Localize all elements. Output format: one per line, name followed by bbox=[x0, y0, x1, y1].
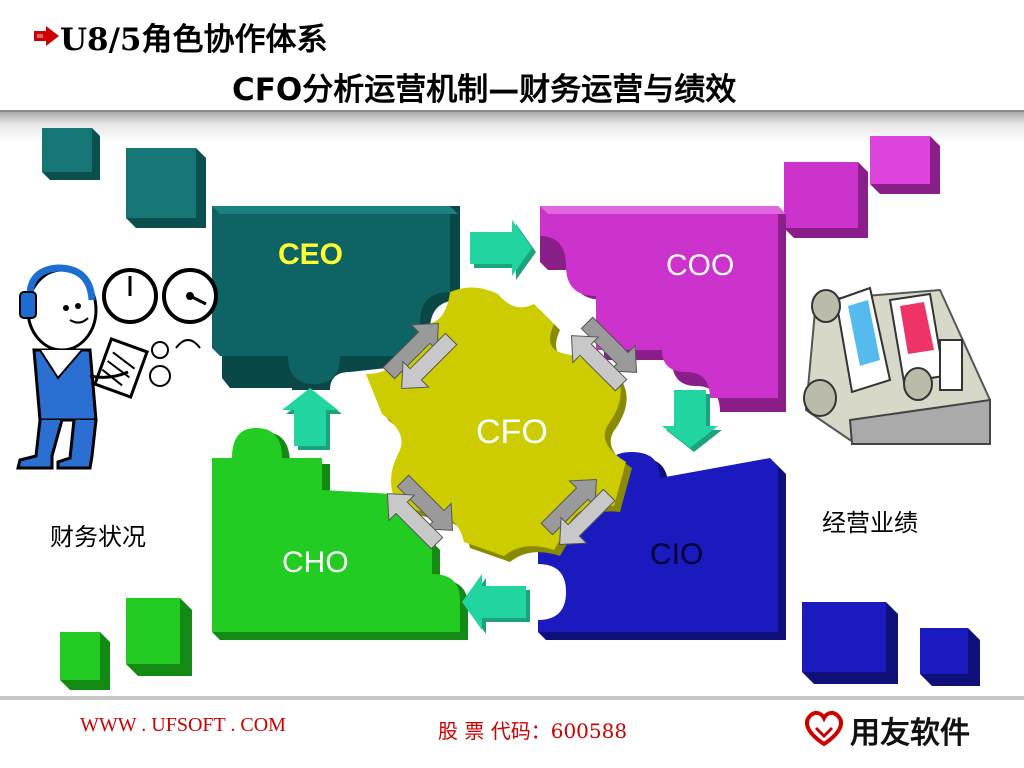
business-performance-label: 经营业绩 bbox=[822, 509, 918, 537]
flow-arrow-coo-cio bbox=[662, 390, 722, 452]
website-link[interactable]: WWW . UFSOFT . COM bbox=[80, 714, 286, 736]
flow-arrow-cho-ceo bbox=[282, 388, 342, 450]
ceo-label: CEO bbox=[278, 238, 344, 271]
flow-arrow-ceo-coo bbox=[470, 220, 536, 280]
printing-press-illustration bbox=[803, 286, 991, 445]
page-title: U8/5角色协作体系 bbox=[60, 22, 328, 58]
cho-piece bbox=[212, 428, 468, 640]
gauges-icon bbox=[102, 268, 218, 387]
page-subtitle: CFO分析运营机制—财务运营与绩效 bbox=[232, 72, 737, 108]
company-logo-text: 用友软件 bbox=[850, 716, 970, 751]
cfo-label: CFO bbox=[476, 413, 548, 451]
header-divider bbox=[0, 110, 1024, 113]
header-band bbox=[0, 112, 1024, 142]
ceo-piece bbox=[212, 206, 460, 390]
decor-green-pieces bbox=[60, 598, 192, 690]
coo-piece bbox=[540, 206, 786, 412]
stock-code: 股 票 代码：600588 bbox=[438, 719, 628, 743]
decor-magenta-pieces bbox=[784, 136, 940, 238]
role-collaboration-diagram bbox=[16, 128, 991, 690]
yonyou-logo-icon bbox=[805, 710, 843, 747]
cio-label: CIO bbox=[650, 538, 704, 571]
bullet-arrow-icon bbox=[34, 26, 59, 46]
decor-blue-pieces bbox=[802, 602, 980, 686]
cho-label: CHO bbox=[282, 546, 349, 579]
coo-label: COO bbox=[666, 249, 735, 282]
exchange-arrow-ceo-cfo bbox=[382, 322, 458, 390]
decor-teal-pieces bbox=[42, 128, 206, 228]
flow-arrow-cio-cho bbox=[462, 574, 530, 634]
worker-with-clipboard-illustration bbox=[16, 264, 149, 470]
exchange-arrow-cho-cfo bbox=[386, 474, 454, 550]
footer-divider bbox=[0, 696, 1024, 700]
exchange-arrow-coo-cfo bbox=[570, 316, 638, 392]
financial-status-label: 财务状况 bbox=[50, 523, 146, 551]
exchange-arrow-cio-cfo bbox=[540, 478, 616, 546]
